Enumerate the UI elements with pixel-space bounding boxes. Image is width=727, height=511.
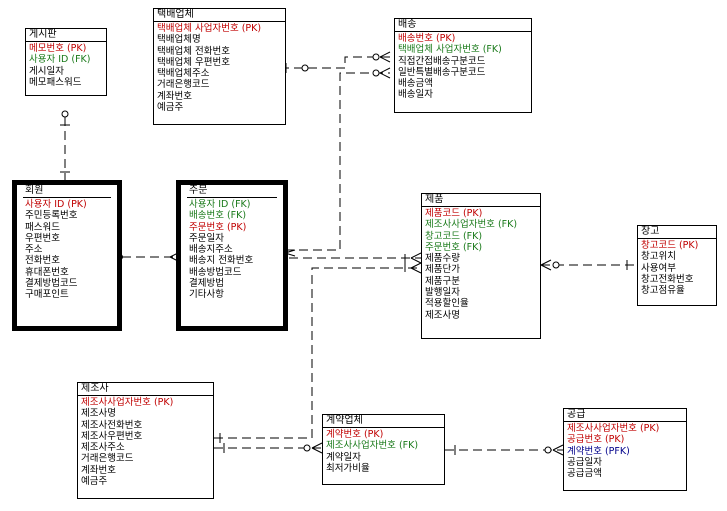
entity-attributes: 계약번호 (PK) 제조사사업자번호 (FK) 계약일자 최저가비율 [323, 427, 444, 474]
attribute: 메모패스워드 [29, 76, 82, 88]
attribute: 택배업체주소 [157, 68, 210, 80]
attribute: 제품코드 (PK) [425, 208, 483, 219]
attribute: 배송지 전화번호 [189, 255, 254, 267]
attribute: 거래은행코드 [157, 79, 210, 91]
attribute: 휴대폰번호 [25, 266, 69, 278]
attribute: 제조사사업자번호 (PK) [81, 397, 174, 408]
attribute: 계약번호 (PFK) [567, 445, 630, 457]
entity-product[interactable]: 제품 제품코드 (PK) 제조사사업자번호 (FK) 창고코드 (FK) 주문번… [421, 193, 541, 339]
entity-title: 공급 [567, 409, 586, 420]
attribute: 제조사전화번호 [81, 419, 143, 431]
attribute: 택배업체 전화번호 [157, 45, 230, 57]
attribute: 배송일자 [398, 89, 433, 101]
attribute: 결제방법 [189, 278, 224, 290]
entity-title: 택배업체 [157, 9, 194, 20]
attribute: 메모번호 (PK) [29, 43, 87, 54]
entity-member[interactable]: 회원 사용자 ID (PK) 주민등록번호 패스워드 우편번호 주소 전화번호 … [12, 180, 122, 331]
attribute: 사용자 ID (FK) [189, 199, 251, 210]
entity-title: 제품 [425, 194, 444, 205]
attribute: 택배업체 사업자번호 (FK) [398, 44, 502, 56]
attribute: 제조사사업자번호 (FK) [326, 440, 419, 452]
attribute: 창고코드 (FK) [425, 230, 483, 242]
attribute: 공급금액 [567, 468, 602, 480]
attribute: 구매포인트 [25, 289, 69, 301]
attribute: 제조사사업자번호 (FK) [425, 219, 518, 231]
attribute: 택배업체명 [157, 34, 201, 46]
attribute: 적용할인율 [425, 298, 469, 310]
attribute: 최저가비율 [326, 462, 370, 474]
attribute: 일반특별배송구분코드 [398, 66, 486, 78]
attribute: 패스워드 [25, 221, 60, 233]
entity-title: 게시판 [29, 29, 57, 40]
entity-title: 주문 [189, 185, 208, 196]
attribute: 계좌번호 [81, 464, 116, 476]
entity-title: 창고 [641, 226, 660, 237]
entity-courier[interactable]: 택배업체 택배업체 사업자번호 (PK) 택배업체명 택배업체 전화번호 택배업… [153, 8, 286, 125]
attribute: 제조사명 [425, 309, 460, 321]
attribute: 예금주 [81, 476, 108, 488]
attribute: 주문일자 [189, 232, 224, 244]
attribute: 창고코드 (PK) [641, 240, 699, 251]
attribute: 거래은행코드 [81, 453, 134, 465]
attribute: 주문번호 (PK) [189, 221, 247, 233]
attribute: 주민등록번호 [25, 210, 78, 222]
entity-attributes: 택배업체 사업자번호 (PK) 택배업체명 택배업체 전화번호 택배업체 우편번… [154, 21, 285, 113]
attribute: 제품수량 [425, 253, 460, 265]
attribute: 계약번호 (PK) [326, 429, 384, 440]
attribute: 제품단가 [425, 264, 460, 276]
attribute: 배송지주소 [189, 244, 233, 256]
entity-board[interactable]: 게시판 메모번호 (PK) 사용자 ID (FK) 게시일자 메모패스워드 [25, 28, 107, 96]
attribute: 사용자 ID (FK) [29, 54, 91, 66]
attribute: 택배업체 우편번호 [157, 56, 230, 68]
attribute: 게시일자 [29, 65, 64, 77]
attribute: 배송번호 (FK) [189, 210, 247, 222]
entity-contractor[interactable]: 계약업체 계약번호 (PK) 제조사사업자번호 (FK) 계약일자 최저가비율 [322, 414, 445, 485]
entity-delivery[interactable]: 배송 배송번호 (PK) 택배업체 사업자번호 (FK) 직접간접배송구분코드 … [394, 18, 532, 113]
entity-warehouse[interactable]: 창고 창고코드 (PK) 창고위치 사용여부 창고전화번호 창고점유율 [637, 225, 717, 306]
attribute: 배송번호 (PK) [398, 33, 456, 44]
attribute: 창고점유율 [641, 285, 685, 297]
attribute: 사용여부 [641, 262, 676, 274]
attribute: 사용자 ID (PK) [25, 199, 87, 210]
entity-attributes: 제품코드 (PK) 제조사사업자번호 (FK) 창고코드 (FK) 주문번호 (… [422, 206, 540, 321]
entity-attributes: 사용자 ID (PK) 주민등록번호 패스워드 우편번호 주소 전화번호 휴대폰… [23, 197, 111, 301]
attribute: 창고전화번호 [641, 273, 694, 285]
entity-title: 배송 [398, 19, 417, 30]
entity-attributes: 제조사사업자번호 (PK) 제조사명 제조사전화번호 제조사우편번호 제조사주소… [78, 395, 213, 487]
attribute: 계약일자 [326, 451, 361, 463]
entity-attributes: 사용자 ID (FK) 배송번호 (FK) 주문번호 (PK) 주문일자 배송지… [187, 197, 277, 301]
entity-attributes: 창고코드 (PK) 창고위치 사용여부 창고전화번호 창고점유율 [638, 238, 716, 296]
attribute: 주문번호 (FK) [425, 241, 483, 253]
entity-order[interactable]: 주문 사용자 ID (FK) 배송번호 (FK) 주문번호 (PK) 주문일자 … [176, 180, 288, 331]
attribute: 공급번호 (PK) [567, 434, 625, 446]
attribute: 예금주 [157, 102, 184, 114]
attribute: 제조사우편번호 [81, 430, 143, 442]
attribute: 주소 [25, 244, 43, 256]
attribute: 직접간접배송구분코드 [398, 55, 486, 67]
entity-attributes: 제조사사업자번호 (PK) 공급번호 (PK) 계약번호 (PFK) 공급일자 … [564, 421, 686, 479]
attribute: 창고위치 [641, 251, 676, 263]
attribute: 계좌번호 [157, 90, 192, 102]
entity-title: 계약업체 [326, 415, 363, 426]
attribute: 제조사사업자번호 (PK) [567, 423, 660, 434]
entity-attributes: 메모번호 (PK) 사용자 ID (FK) 게시일자 메모패스워드 [26, 41, 106, 88]
entity-title: 회원 [25, 185, 44, 196]
attribute: 공급일자 [567, 456, 602, 468]
entity-title: 제조사 [81, 383, 109, 394]
entity-manufacturer[interactable]: 제조사 제조사사업자번호 (PK) 제조사명 제조사전화번호 제조사우편번호 제… [77, 382, 214, 499]
entity-supply[interactable]: 공급 제조사사업자번호 (PK) 공급번호 (PK) 계약번호 (PFK) 공급… [563, 408, 687, 491]
attribute: 기타사항 [189, 289, 224, 301]
attribute: 결제방법코드 [25, 278, 78, 290]
attribute: 발행일자 [425, 287, 460, 299]
attribute: 배송방법코드 [189, 266, 242, 278]
attribute: 택배업체 사업자번호 (PK) [157, 23, 262, 34]
attribute: 우편번호 [25, 232, 60, 244]
attribute: 제품구분 [425, 275, 460, 287]
attribute: 전화번호 [25, 255, 60, 267]
attribute: 제조사명 [81, 408, 116, 420]
attribute: 제조사주소 [81, 442, 125, 454]
entity-attributes: 배송번호 (PK) 택배업체 사업자번호 (FK) 직접간접배송구분코드 일반특… [395, 31, 531, 101]
attribute: 배송금액 [398, 78, 433, 90]
